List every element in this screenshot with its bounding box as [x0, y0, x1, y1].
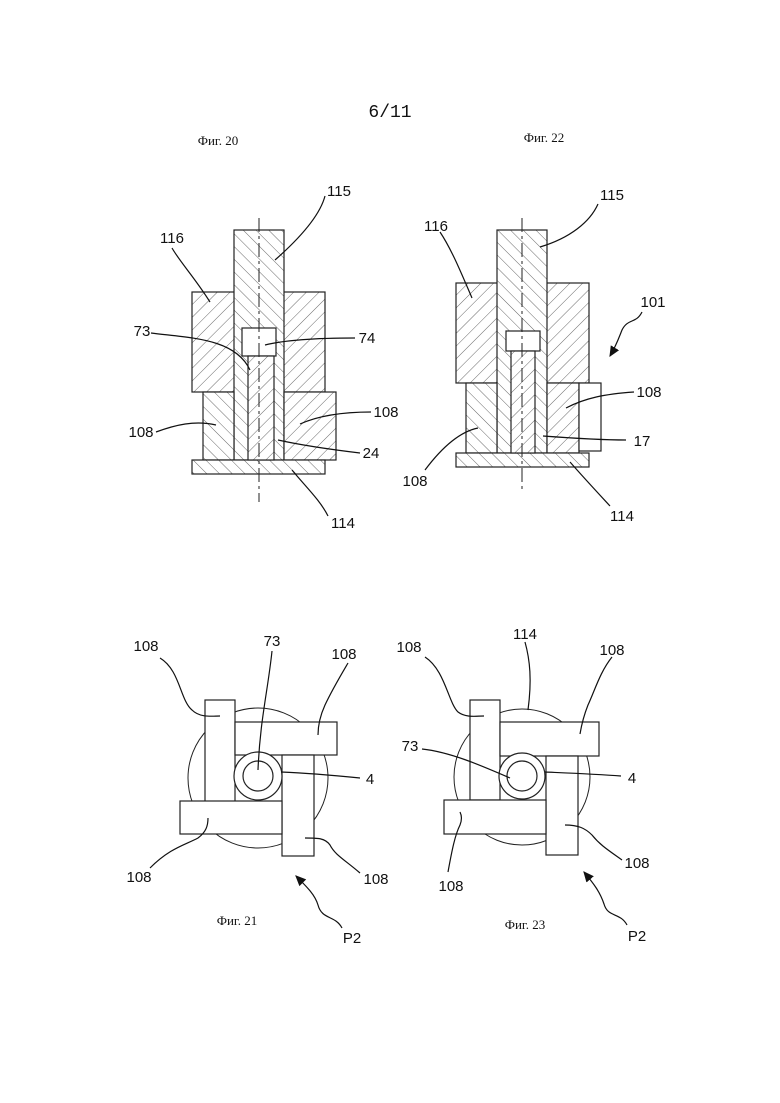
fig22-side-plate [579, 383, 601, 451]
fig23-label-4: 4 [628, 770, 636, 787]
fig21-label-108-bottom: 108 [363, 871, 388, 888]
fig21-caption: Фиг. 21 [217, 913, 258, 928]
fig21-block-108-left [180, 801, 282, 834]
fig23-block-108-bottom [546, 756, 578, 855]
figure-21: 108 73 108 4 108 108 P2 Фиг. 21 [126, 633, 388, 947]
fig22-insert [506, 331, 540, 351]
fig22-label-108-left: 108 [402, 473, 427, 490]
fig22-label-116: 116 [424, 218, 448, 235]
fig20-label-24: 24 [363, 445, 380, 462]
fig20-label-74: 74 [359, 330, 376, 347]
fig22-label-115: 115 [600, 187, 624, 204]
fig22-caption: Фиг. 22 [524, 130, 565, 145]
fig22-label-101: 101 [640, 294, 665, 311]
figure-23: 108 114 108 73 4 108 108 P2 Фиг. 23 [396, 626, 649, 945]
fig22-leader-101 [610, 312, 642, 356]
fig20-caption: Фиг. 20 [198, 133, 239, 148]
fig21-label-P2: P2 [343, 930, 361, 947]
fig22-lower-block-108-left [466, 383, 497, 453]
fig20-lower-block-108-right [284, 392, 336, 460]
fig23-caption: Фиг. 23 [505, 917, 546, 932]
fig22-leader-114 [570, 462, 610, 506]
fig23-block-108-left [444, 800, 546, 834]
fig20-leader-114 [292, 470, 328, 516]
figure-22: Фиг. 22 115 116 101 108 17 108 114 [402, 130, 665, 525]
fig22-pin-17 [511, 351, 535, 453]
fig20-leader-116 [172, 248, 210, 302]
fig21-label-4: 4 [366, 771, 374, 788]
fig22-label-108-right: 108 [636, 384, 661, 401]
fig23-label-73: 73 [402, 738, 419, 755]
fig20-label-73: 73 [134, 323, 151, 340]
fig21-label-108-top: 108 [133, 638, 158, 655]
fig23-pin-73 [507, 761, 537, 791]
fig20-pin-73 [248, 356, 274, 460]
fig20-label-115: 115 [327, 183, 351, 200]
fig20-label-116: 116 [160, 230, 184, 247]
fig22-label-114: 114 [610, 508, 634, 525]
fig23-label-108-bottom: 108 [624, 855, 649, 872]
fig21-label-108-right: 108 [331, 646, 356, 663]
fig22-label-17: 17 [634, 433, 651, 450]
fig22-leader-115 [540, 204, 598, 247]
fig23-label-108-top: 108 [396, 639, 421, 656]
fig23-block-108-top [470, 700, 500, 800]
fig23-direction-arrow-P2 [584, 872, 627, 925]
fig21-direction-arrow-P2 [296, 876, 342, 928]
fig21-label-73: 73 [264, 633, 281, 650]
fig23-leader-114 [525, 642, 530, 710]
fig23-label-114: 114 [513, 626, 537, 643]
fig20-lower-block-108-left [203, 392, 234, 460]
fig23-block-108-right [500, 722, 599, 756]
fig21-label-108-left: 108 [126, 869, 151, 886]
fig20-label-114: 114 [331, 515, 355, 532]
fig20-label-108-right: 108 [373, 404, 398, 421]
page-number: 6/11 [368, 103, 411, 123]
figure-20: Фиг. 20 115 116 73 74 108 108 24 114 [128, 133, 398, 532]
fig21-block-108-right [235, 722, 337, 755]
fig22-lower-block-108-right [547, 383, 579, 453]
fig23-label-108-left: 108 [438, 878, 463, 895]
fig21-block-108-bottom [282, 755, 314, 856]
fig23-label-P2: P2 [628, 928, 646, 945]
fig20-label-108-left: 108 [128, 424, 153, 441]
fig23-label-108-right: 108 [599, 642, 624, 659]
